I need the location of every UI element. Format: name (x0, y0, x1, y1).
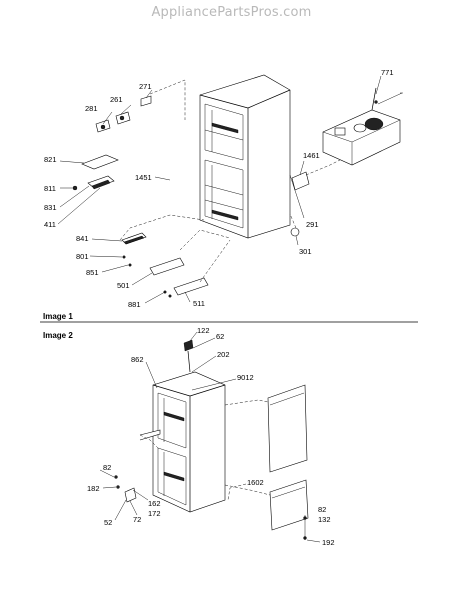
label-192: 192 (322, 538, 335, 547)
compressor-assembly (322, 87, 403, 166)
label-72: 72 (133, 515, 141, 524)
leader-lines-1 (57, 75, 403, 304)
label-831: 831 (44, 203, 57, 212)
label-291: 291 (306, 220, 319, 229)
label-261: 261 (110, 95, 123, 104)
label-1461: 1461 (303, 151, 320, 160)
label-801: 801 (76, 252, 89, 261)
label-202: 202 (217, 350, 230, 359)
label-811: 811 (44, 184, 56, 193)
label-271: 271 (139, 82, 152, 91)
label-841: 841 (76, 234, 89, 243)
watermark: AppliancePartsPros.com (151, 5, 312, 20)
caption-image-2: Image 2 (43, 331, 73, 340)
doors (267, 384, 309, 531)
label-182: 182 (87, 484, 100, 493)
label-132: 132 (318, 515, 331, 524)
label-1451: 1451 (135, 173, 152, 182)
label-122: 122 (197, 326, 210, 335)
label-821: 821 (44, 155, 57, 164)
label-301: 301 (299, 247, 312, 256)
cabinet-assembly-2 (152, 339, 226, 513)
label-411: 411 (44, 220, 56, 229)
caption-image-1: Image 1 (43, 312, 73, 321)
label-9012: 9012 (237, 373, 254, 382)
label-771: 771 (381, 68, 394, 77)
label-172: 172 (148, 509, 161, 518)
small-parts-1 (72, 95, 310, 298)
leader-lines-2 (99, 331, 321, 543)
cabinet-assembly-1 (199, 74, 291, 239)
label-862: 862 (131, 355, 144, 364)
label-162: 162 (148, 499, 161, 508)
label-52: 52 (104, 518, 112, 527)
label-501: 501 (117, 281, 130, 290)
label-881: 881 (128, 300, 141, 309)
small-parts-2 (114, 429, 307, 540)
label-281: 281 (85, 104, 98, 113)
label-1602: 1602 (247, 478, 264, 487)
callout-labels-2: 122 62 862 202 9012 1602 82 182 162 172 … (87, 326, 335, 547)
label-851: 851 (86, 268, 99, 277)
label-62: 62 (216, 332, 224, 341)
callout-labels-1: 271 261 281 771 821 1461 1451 811 831 41… (44, 68, 394, 309)
label-82-right: 82 (318, 505, 326, 514)
label-82-left: 82 (103, 463, 111, 472)
label-511: 511 (193, 299, 205, 308)
